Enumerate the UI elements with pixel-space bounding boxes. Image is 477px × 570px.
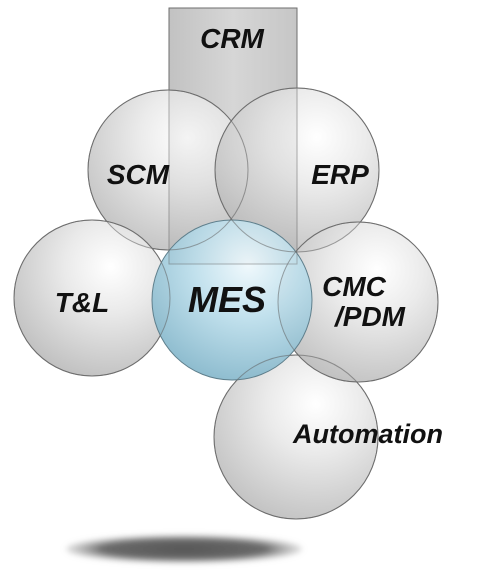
cmc-label: CMC bbox=[322, 271, 387, 302]
crm-label: CRM bbox=[200, 23, 264, 54]
pdm-label: /PDM bbox=[333, 301, 406, 332]
overlap-outlines bbox=[13, 7, 439, 520]
scm-label: SCM bbox=[107, 159, 170, 190]
mes-label: MES bbox=[188, 279, 266, 320]
automation-label: Automation bbox=[292, 419, 443, 449]
erp-label: ERP bbox=[311, 159, 369, 190]
floor-shadow bbox=[66, 535, 302, 563]
tl-label: T&L bbox=[55, 287, 109, 318]
